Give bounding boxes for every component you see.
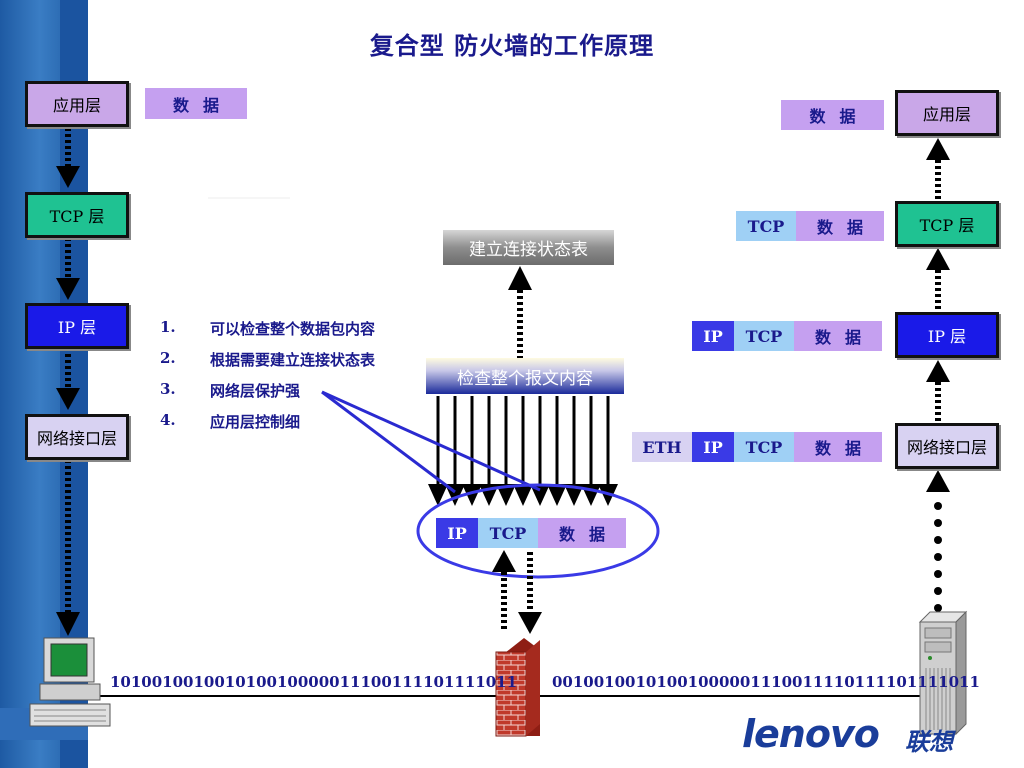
right-tcp-layer: TCP 层 bbox=[895, 201, 999, 247]
right-net-layer: 网络接口层 bbox=[895, 423, 999, 469]
left-data-segment: 数据 bbox=[145, 88, 247, 119]
feature-item-3: 3. 网络层保护强 bbox=[160, 380, 300, 401]
feature-item-2: 2. 根据需要建立连接状态表 bbox=[160, 349, 375, 370]
left-ip-layer-label: IP 层 bbox=[57, 318, 97, 337]
left-net-layer-label: 网络接口层 bbox=[36, 429, 117, 448]
bitstream-left: 101001001001010010000011100111101111011 bbox=[110, 673, 518, 691]
left-tcp-layer: TCP 层 bbox=[25, 192, 129, 238]
computer-icon bbox=[29, 637, 111, 727]
right-eth-eth-segment: ETH bbox=[632, 432, 692, 462]
right-ip-data-segment: 数据 bbox=[794, 321, 882, 351]
right-app-layer: 应用层 bbox=[895, 90, 999, 136]
callout-lines bbox=[321, 390, 541, 494]
server-icon bbox=[918, 610, 968, 736]
left-tcp-layer-label: TCP 层 bbox=[49, 207, 105, 226]
left-app-layer-label: 应用层 bbox=[52, 96, 101, 115]
right-tcp-data-segment: 数据 bbox=[796, 211, 884, 241]
inspect-content-label: 检查整个报文内容 bbox=[426, 358, 624, 394]
center-tcp-segment: TCP bbox=[478, 518, 538, 548]
state-table-arrow bbox=[508, 266, 532, 358]
feature-num-3: 3. bbox=[160, 380, 176, 398]
packet-highlight-ellipse bbox=[416, 483, 660, 579]
right-eth-tcp-segment: TCP bbox=[734, 432, 794, 462]
right-ip-ip-segment: IP bbox=[692, 321, 734, 351]
firewall-icon bbox=[495, 638, 540, 737]
feature-text-4: 应用层控制细 bbox=[210, 413, 301, 431]
feature-item-4: 4. 应用层控制细 bbox=[160, 411, 300, 432]
feature-num-2: 2. bbox=[160, 349, 176, 367]
feature-num-1: 1. bbox=[160, 318, 176, 336]
right-ip-layer-label: IP 层 bbox=[927, 327, 967, 346]
right-ip-layer: IP 层 bbox=[895, 312, 999, 358]
feature-num-4: 4. bbox=[160, 411, 176, 429]
right-tcp-layer-label: TCP 层 bbox=[919, 216, 975, 235]
lenovo-logo-cn: 联想 bbox=[905, 728, 953, 756]
feature-item-1: 1. 可以检查整个数据包内容 bbox=[160, 318, 375, 339]
right-tcp-tcp-segment: TCP bbox=[736, 211, 796, 241]
right-app-data-segment: 数据 bbox=[781, 100, 884, 130]
state-table-label: 建立连接状态表 bbox=[443, 230, 614, 265]
right-app-layer-label: 应用层 bbox=[922, 105, 971, 124]
left-app-layer: 应用层 bbox=[25, 81, 129, 127]
left-net-layer: 网络接口层 bbox=[25, 414, 129, 460]
right-net-layer-label: 网络接口层 bbox=[906, 438, 987, 457]
left-ip-layer: IP 层 bbox=[25, 303, 129, 349]
left-stack-arrows bbox=[56, 128, 80, 636]
feature-text-1: 可以检查整个数据包内容 bbox=[210, 320, 376, 338]
right-stack-arrows bbox=[926, 138, 950, 612]
feature-text-3: 网络层保护强 bbox=[210, 382, 301, 400]
firewall-arrows bbox=[492, 550, 542, 634]
bitstream-right: 0010010010100100000111001111011110111101… bbox=[552, 673, 980, 691]
right-eth-ip-segment: IP bbox=[692, 432, 734, 462]
center-ip-segment: IP bbox=[436, 518, 478, 548]
lenovo-logo: lenovo bbox=[742, 712, 880, 756]
center-data-segment: 数据 bbox=[538, 518, 626, 548]
page-title: 复合型 防火墙的工作原理 bbox=[369, 31, 655, 60]
right-eth-data-segment: 数据 bbox=[794, 432, 882, 462]
feature-text-2: 根据需要建立连接状态表 bbox=[210, 351, 376, 369]
right-ip-tcp-segment: TCP bbox=[734, 321, 794, 351]
